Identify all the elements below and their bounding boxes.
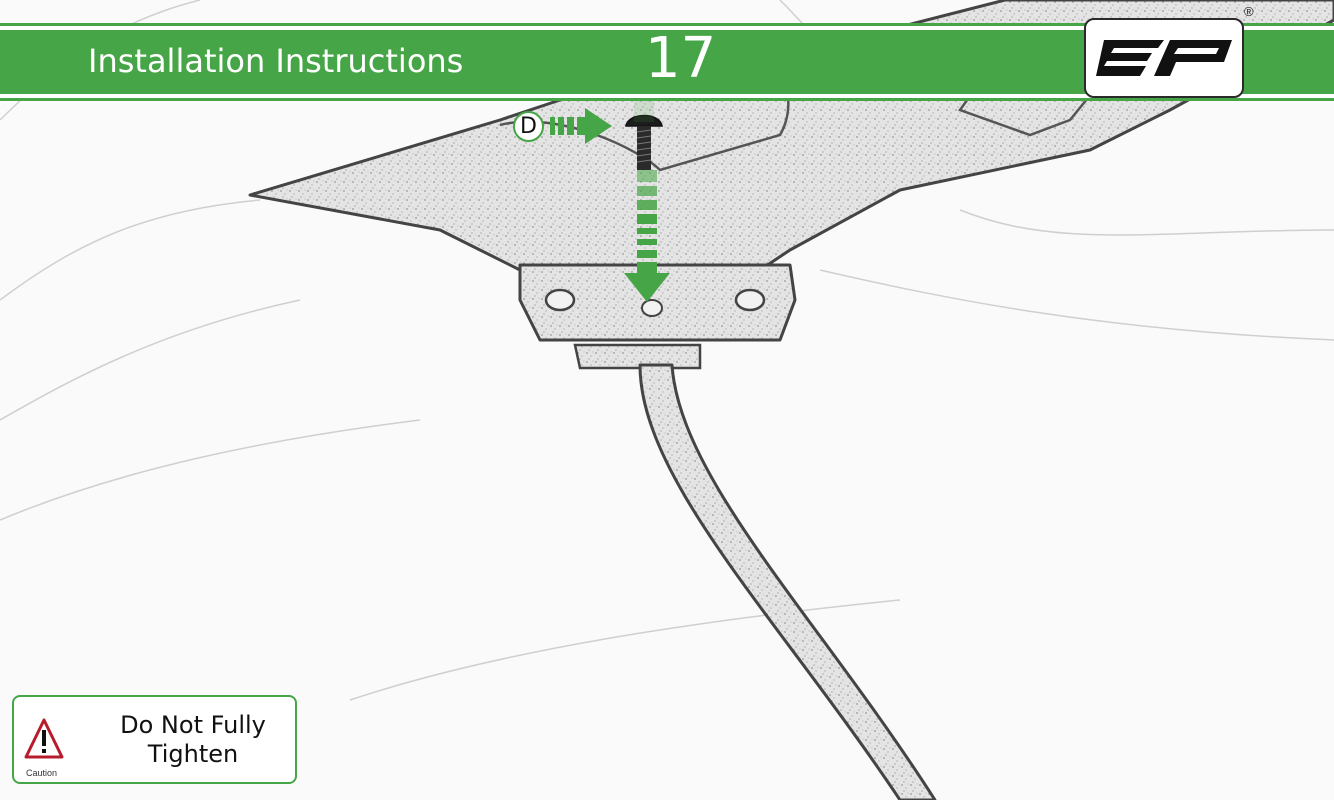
- registered-mark: ®: [1244, 4, 1254, 19]
- caution-message: Do Not Fully Tighten: [98, 711, 288, 769]
- right-arrow-icon: [550, 108, 612, 144]
- part-letter: D: [520, 114, 537, 139]
- part-callout: D: [513, 111, 544, 142]
- warning-triangle-icon: [24, 718, 64, 759]
- caution-label: Caution: [26, 768, 58, 778]
- caution-line-2: Tighten: [147, 740, 239, 768]
- caution-box: Caution Do Not Fully Tighten: [12, 695, 297, 784]
- down-arrow-icon: [624, 92, 670, 302]
- mounting-bracket: [248, 0, 1334, 800]
- step-number: 17: [645, 26, 717, 91]
- page-title: Installation Instructions: [88, 42, 464, 80]
- ep-logo-icon: [1096, 40, 1232, 76]
- caution-line-1: Do Not Fully: [120, 711, 266, 739]
- brand-logo: [1084, 18, 1244, 98]
- bolt-fastener: [625, 114, 663, 170]
